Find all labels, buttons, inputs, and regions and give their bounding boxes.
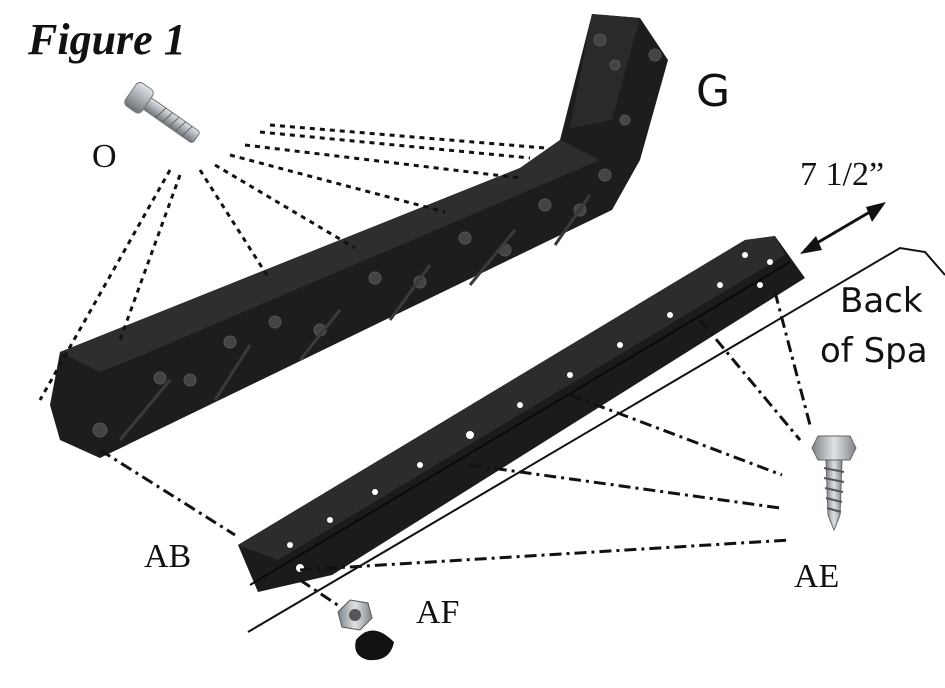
part-label-o: O [92,138,117,175]
part-label-g: G [696,66,731,117]
lag-screw-ae-icon [811,435,857,532]
leader-lines-o [38,123,546,401]
bolt-o-icon [124,81,200,143]
leader-lines-ab-ae-af [99,291,812,612]
dimension-arrow [800,202,886,254]
figure-title: Figure 1 [28,15,186,64]
part-label-ab: AB [144,538,192,575]
nut-cap-af-icon [337,599,394,661]
bracket-g [50,14,668,458]
dimension-label: 7 1/2” [800,156,885,193]
part-label-ae: AE [794,558,840,595]
back-of-spa-label-line1: Back [840,281,923,321]
back-of-spa-label-line2: of Spa [820,331,928,371]
base-rail [238,236,805,592]
back-of-spa-line [247,246,945,633]
part-label-af: AF [416,594,460,631]
